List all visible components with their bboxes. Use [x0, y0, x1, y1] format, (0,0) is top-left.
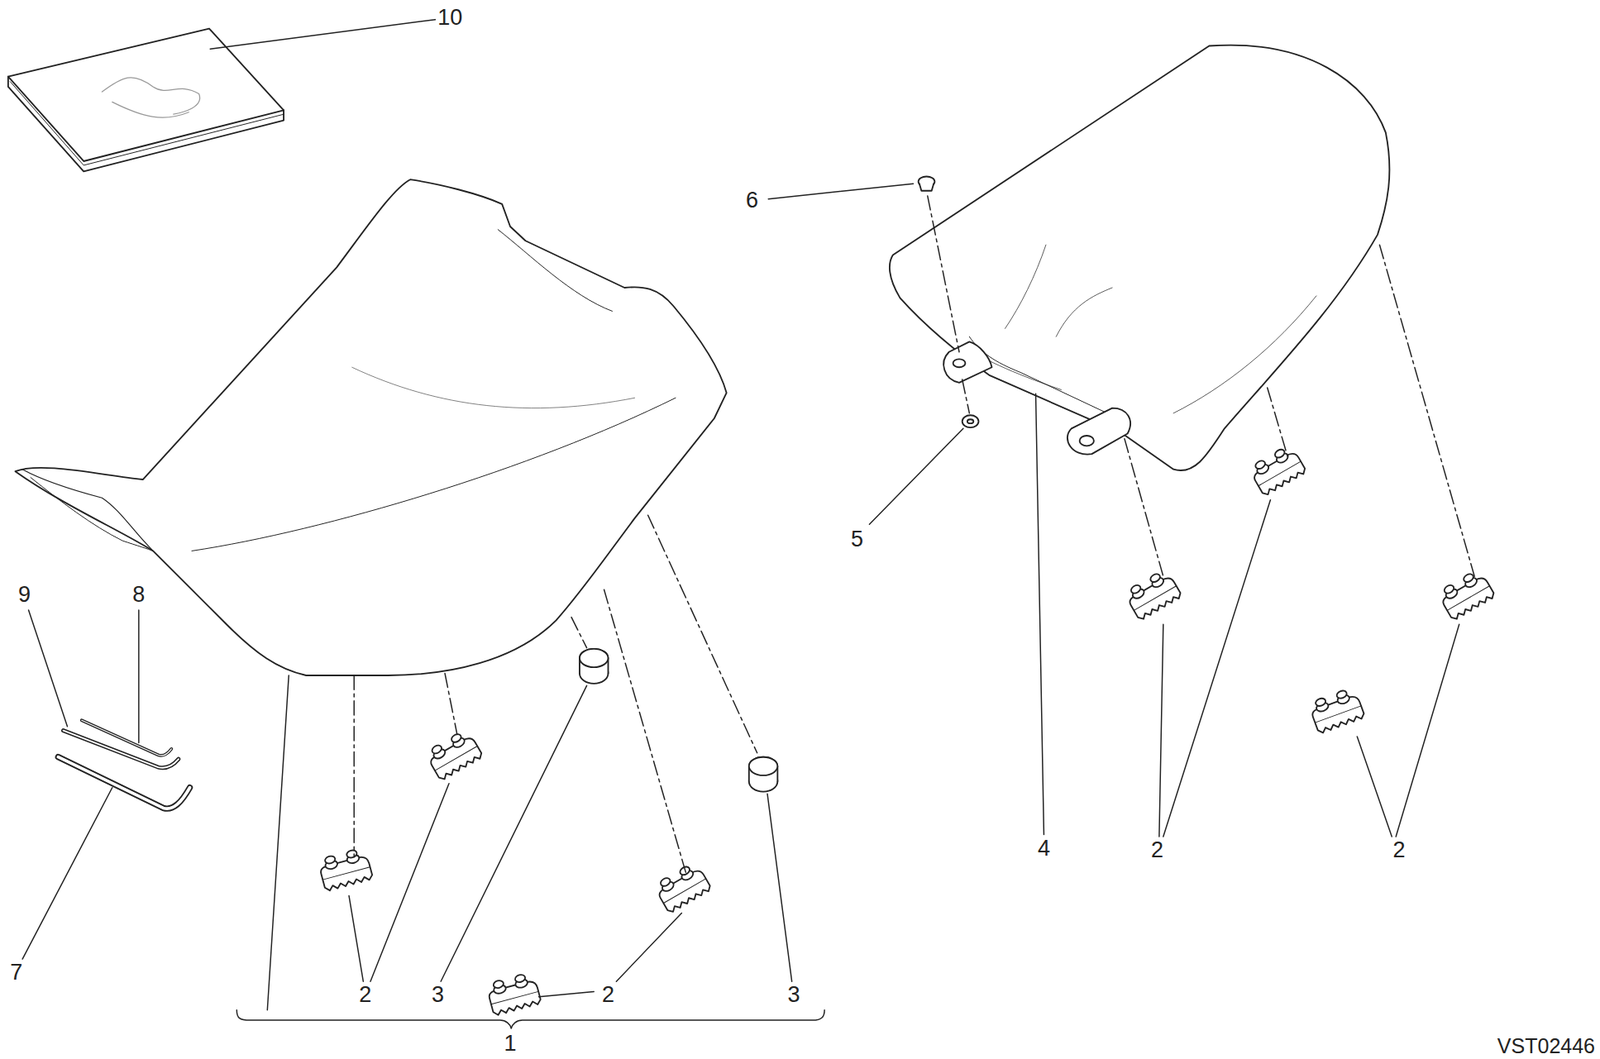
callout-number: 4 [1036, 835, 1052, 860]
rubber-pad [1247, 443, 1307, 497]
callout-number: 10 [435, 4, 464, 29]
rubber-pad [1437, 568, 1496, 621]
rubber-pad [1123, 568, 1183, 621]
allen-key [57, 720, 190, 809]
assembly-line [353, 195, 1475, 873]
callout-number: 3 [786, 983, 803, 1008]
front-seat [15, 179, 727, 676]
rubber-pad [653, 860, 712, 914]
grommet [579, 649, 778, 793]
rubber-pad [317, 846, 374, 892]
rubber-pad [1308, 686, 1366, 735]
rubber-pad [485, 971, 542, 1017]
callout-number: 3 [429, 983, 446, 1008]
callout-number: 2 [1390, 838, 1407, 863]
rear-seat [889, 45, 1390, 472]
callout-number: 2 [357, 983, 373, 1008]
callout-number: 7 [8, 960, 24, 985]
owner-manual [8, 28, 284, 172]
callout-number: 2 [1149, 838, 1166, 863]
callout-number: 9 [16, 582, 33, 607]
callout-number: 6 [744, 187, 760, 212]
screw [918, 176, 936, 192]
callout-number: 2 [600, 983, 617, 1008]
washer [962, 415, 980, 428]
callout-number: 8 [130, 582, 147, 607]
callout-number: 5 [849, 526, 865, 551]
leader-line [22, 19, 1460, 1029]
rubber-pad [424, 728, 483, 782]
drawing-code: VST02446 [1495, 1034, 1597, 1057]
rubber-pad [317, 443, 1496, 1017]
callout-number: 1 [502, 1031, 519, 1056]
